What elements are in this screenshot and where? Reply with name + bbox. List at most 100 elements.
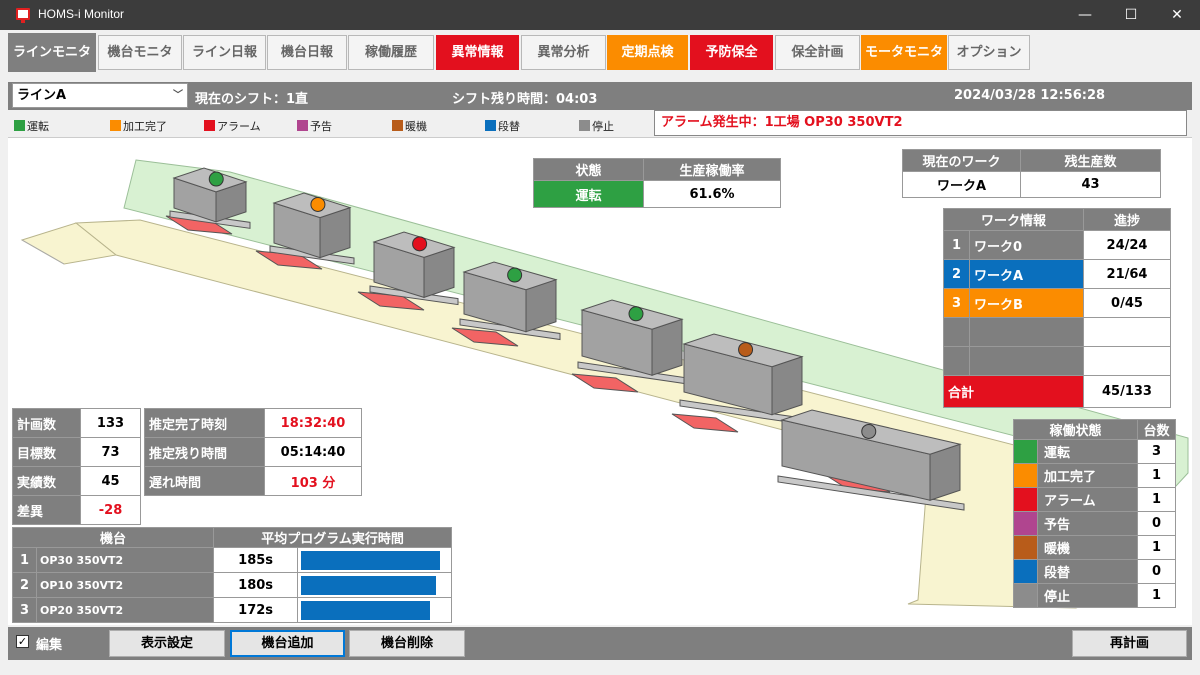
program-time-bar [301,575,437,595]
title-bar: HOMS-i Monitor — ☐ ✕ [0,0,1200,30]
add-machine-button[interactable]: 機台追加 [230,630,345,657]
program-time-value: 172s [213,597,299,623]
tab-operation-history[interactable]: 稼働履歴 [348,35,434,70]
tab-abnormal-info[interactable]: 異常情報 [436,35,519,70]
machine-1[interactable] [165,167,251,235]
work-info-header: ワーク情報 [943,208,1084,231]
machine-5[interactable] [571,299,687,393]
legend-swatch [297,120,308,131]
current-shift: 現在のシフト：1直 [195,92,309,107]
table-row [943,317,1171,347]
program-time-value: 180s [213,572,299,598]
difference-count: -28 [80,495,141,525]
status-swatch [1013,487,1038,512]
status-header: 状態 [533,158,644,181]
rate-header: 生産稼働率 [643,158,781,181]
minimize-button[interactable]: — [1078,7,1092,23]
window-title: HOMS-i Monitor [38,7,125,21]
remove-machine-button[interactable]: 機台削除 [349,630,465,657]
legend-item-run: 運転 [14,118,49,134]
legend-item-alarm: アラーム [204,118,261,134]
status-lamp-icon [738,342,754,358]
bottom-toolbar: ✓ 編集 表示設定 機台追加 機台削除 再計画 [8,627,1192,660]
legend-item-notice: 予告 [297,118,332,134]
plan-count: 133 [80,408,141,438]
machine-4[interactable] [451,261,561,347]
machine-pad [671,413,739,433]
tab-line-monitor[interactable]: ラインモニタ [8,33,96,72]
tab-maintenance-plan[interactable]: 保全計画 [775,35,860,70]
status-lamp-icon [412,236,428,252]
display-settings-button[interactable]: 表示設定 [109,630,225,657]
replan-button[interactable]: 再計画 [1072,630,1187,657]
status-lamp-icon [861,423,877,439]
chevron-down-icon: ﹀ [173,90,183,101]
machine-7[interactable] [777,409,965,511]
legend-swatch [14,120,25,131]
total-label: 合計 [943,375,1084,408]
table-row [943,346,1171,376]
status-legend: 運転 加工完了 アラーム 予告 暖機 段替 停止 [8,112,648,136]
tab-periodic-inspection[interactable]: 定期点検 [607,35,688,70]
info-bar: ラインA ﹀ 現在のシフト：1直 シフト残り時間：04:03 2024/03/2… [8,82,1192,110]
work-name: ワークB [969,288,1084,318]
machine-6[interactable] [671,333,807,433]
machine-base [777,475,965,511]
edit-label: 編集 [36,638,63,653]
current-work-value: ワークA [902,171,1021,198]
status-lamp-icon [208,171,224,187]
op-status-header: 稼働状態 [1013,419,1138,440]
tab-abnormal-analysis[interactable]: 異常分析 [521,35,606,70]
close-button[interactable]: ✕ [1171,7,1183,23]
tab-line-report[interactable]: ライン日報 [183,35,266,70]
estimated-remaining: 05:14:40 [264,437,362,467]
machine-pad [571,373,639,393]
work-progress: 24/24 [1083,230,1171,260]
rate-value: 61.6% [643,180,781,208]
maximize-button[interactable]: ☐ [1124,7,1138,23]
status-swatch [1013,535,1038,560]
edit-checkbox[interactable]: ✓ [16,635,29,648]
tab-machine-report[interactable]: 機台日報 [267,35,347,70]
status-swatch [1013,559,1038,584]
work-progress: 0/45 [1083,288,1171,318]
legend-swatch [110,120,121,131]
target-count: 73 [80,437,141,467]
tab-preventive-maintenance[interactable]: 予防保全 [690,35,773,70]
status-swatch [1013,439,1038,464]
tab-machine-monitor[interactable]: 機台モニタ [98,35,182,70]
tab-options[interactable]: オプション [948,35,1030,70]
machine-3[interactable] [357,231,459,311]
estimated-finish: 18:32:40 [264,408,362,438]
machines-group [165,167,965,511]
status-lamp-icon [507,267,523,283]
machine-pad [451,327,519,347]
alarm-banner[interactable]: アラーム発生中：1工場 OP30 350VT2 [654,110,1187,136]
tab-motor-monitor[interactable]: モータモニタ [861,35,947,70]
machine-2[interactable] [255,192,355,270]
program-time-table: 機台平均プログラム実行時間 1 OP30 350VT2 185s 2 OP10 … [11,527,452,623]
work-progress: 21/64 [1083,259,1171,289]
progress-header: 進捗 [1083,208,1171,231]
table-row: 差異-28 [12,495,141,525]
table-row: 1 OP30 350VT2 185s [12,547,452,573]
line-select[interactable]: ラインA ﹀ [12,83,188,108]
